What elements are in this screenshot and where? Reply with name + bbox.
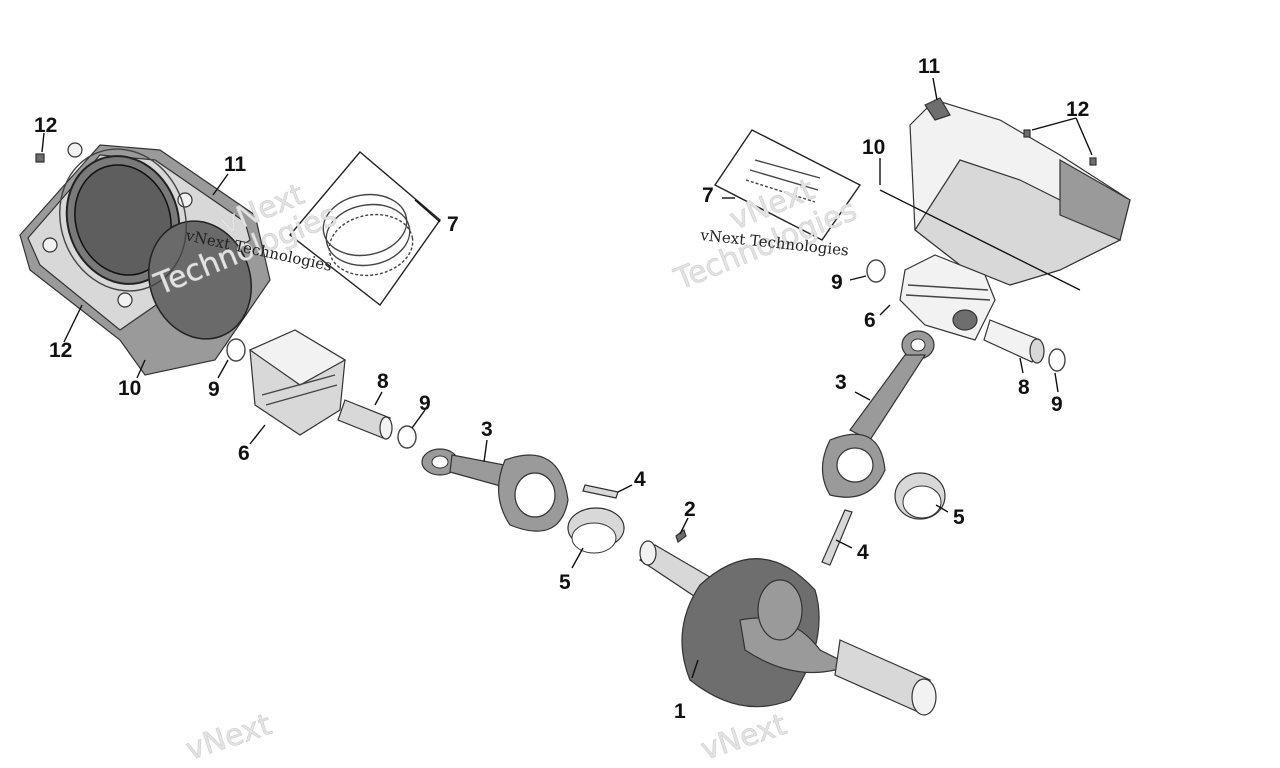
rear-head-gasket-part [924, 97, 951, 121]
leader-lines [41, 77, 1093, 679]
rear-piston-part [899, 254, 996, 341]
callout-piston-pin-rear: 8 [1018, 376, 1030, 399]
callout-cylinder-rear: 10 [862, 136, 885, 159]
callout-bearing-front: 5 [559, 571, 571, 594]
crankshaft-part [639, 540, 937, 716]
callout-conrod-screw-rear: 4 [857, 541, 869, 564]
front-head-gasket-part [59, 148, 187, 292]
front-conrod-part [421, 448, 569, 532]
callout-conrod-front: 3 [481, 418, 493, 441]
callout-cylinder-front: 10 [118, 377, 141, 400]
front-ring-kit-part [288, 151, 441, 307]
callout-ring-kit-rear: 7 [702, 184, 714, 207]
watermark-bottom-right-brand: vNext [697, 707, 791, 767]
callout-woodruff-key: 2 [684, 498, 696, 521]
callout-piston-front: 6 [238, 442, 250, 465]
callout-piston-rear: 6 [864, 309, 876, 332]
callout-circlip-front-a: 9 [208, 378, 220, 401]
watermark-bottom-left-brand: vNext [182, 707, 276, 767]
front-circlip-part-a [226, 338, 246, 362]
callout-circlip-rear-b: 9 [1051, 393, 1063, 416]
callout-ring-kit-front: 7 [447, 213, 459, 236]
front-conrod-screw-part [582, 484, 619, 499]
front-piston-part [248, 329, 347, 436]
front-circlip-part-b [397, 425, 417, 449]
rear-piston-pin-part [983, 319, 1045, 364]
callout-conrod-screw-front: 4 [634, 468, 646, 491]
rear-bearing-part [894, 472, 946, 520]
callout-crankshaft: 1 [674, 700, 686, 723]
front-cylinder-part [19, 142, 271, 376]
callout-head-gasket-front: 11 [224, 153, 247, 176]
watermark-bottom: vNext vNext [181, 707, 791, 768]
front-piston-pin-part [337, 399, 393, 440]
front-bearing-part [567, 507, 625, 554]
rear-circlip-part-a [866, 259, 886, 283]
callout-head-gasket-rear: 11 [918, 55, 941, 78]
callout-bearing-rear: 5 [953, 506, 965, 529]
callout-dowel-front-a: 12 [34, 114, 57, 137]
rear-circlip-part-b [1048, 348, 1066, 372]
rear-ring-kit-part [713, 129, 862, 241]
callout-circlip-rear-a: 9 [831, 271, 843, 294]
rear-dowel-part [1023, 129, 1097, 166]
callout-circlip-front-b: 9 [419, 392, 431, 415]
callout-conrod-rear: 3 [835, 371, 847, 394]
rear-cylinder-part [879, 99, 1131, 291]
callout-dowel-front-b: 12 [49, 339, 72, 362]
front-dowel-part [35, 153, 45, 163]
callout-dowel-rear: 12 [1066, 98, 1089, 121]
callout-piston-pin-front: 8 [377, 370, 389, 393]
rear-conrod-screw-part [821, 509, 853, 566]
callout-labels: 1 2 3 3 4 4 5 5 6 6 7 7 8 8 9 9 9 9 10 1… [34, 55, 1089, 723]
rear-conrod-part [821, 330, 935, 498]
